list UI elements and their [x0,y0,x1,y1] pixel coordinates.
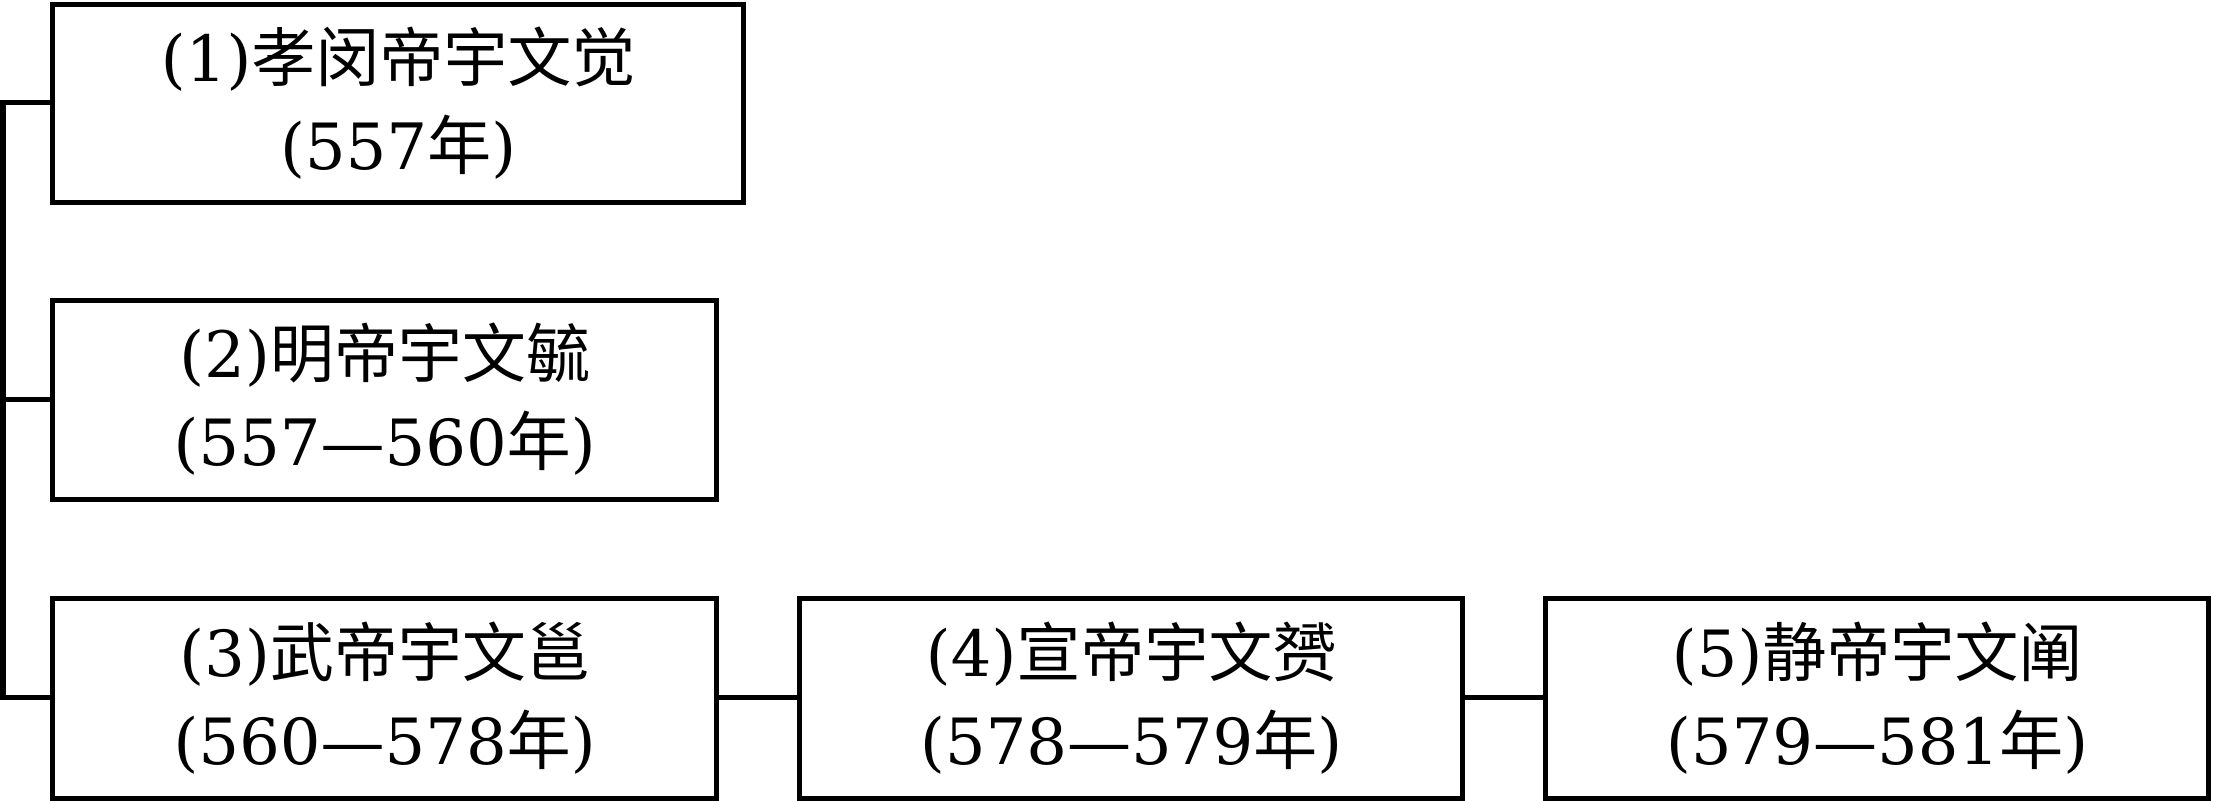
node-reign-years: (560—578年) [173,705,596,780]
node-title: (2)明帝宇文毓 [179,319,590,393]
node-ming-emperor: (2)明帝宇文毓 (557—560年) [50,298,719,502]
node-xiaomin-emperor: (1)孝闵帝宇文觉 (557年) [50,2,746,205]
connector-node-3-to-node-4 [716,695,800,700]
node-xuan-emperor: (4)宣帝宇文赟 (578—579年) [797,596,1465,801]
node-title: (4)宣帝宇文赟 [925,617,1337,692]
node-title: (5)静帝宇文阐 [1671,617,2083,692]
node-reign-years: (578—579年) [919,705,1343,780]
connector-node-4-to-node-5 [1462,695,1546,700]
node-reign-years: (579—581年) [1665,705,2089,780]
connector-to-node-1 [0,100,54,105]
node-title: (3)武帝宇文邕 [179,617,590,692]
node-reign-years: (557年) [279,110,517,185]
connector-to-node-2 [0,397,54,402]
connector-to-node-3 [0,695,54,700]
node-jing-emperor: (5)静帝宇文阐 (579—581年) [1543,596,2211,801]
node-reign-years: (557—560年) [173,407,596,481]
node-wu-emperor: (3)武帝宇文邕 (560—578年) [50,596,719,801]
node-title: (1)孝闵帝宇文觉 [160,22,636,97]
